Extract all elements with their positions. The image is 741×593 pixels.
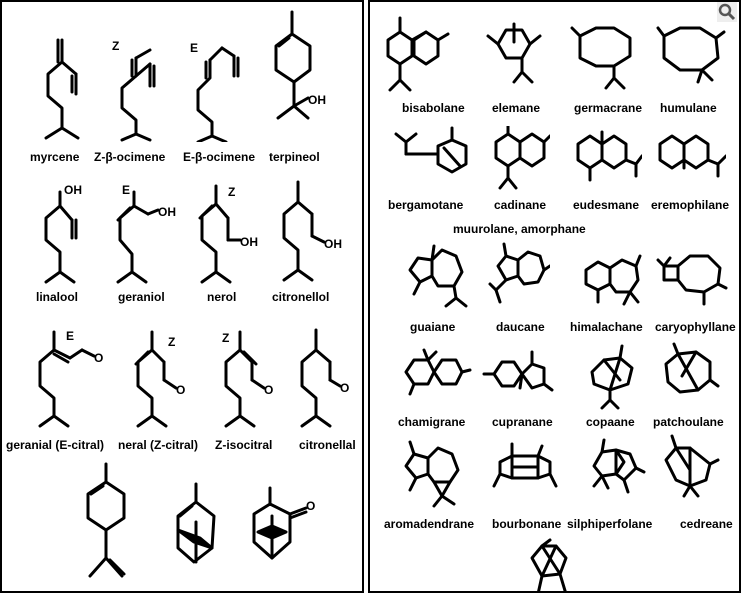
z-beta-ocimene-structure: Z [112,39,156,142]
pinene-structure [176,482,216,564]
label-citronellol: citronellol [272,290,330,304]
label-elemane: elemane [492,101,541,115]
eremophilane-structure [658,134,726,178]
citronellol-structure: OH [282,180,342,282]
label-e-beta-ocimene: E-β-ocimene [183,150,256,164]
copaane-structure [590,344,634,410]
himalachane-structure [584,254,642,306]
svg-text:O: O [306,499,315,513]
label-linalool: linalool [36,290,78,304]
label-chamigrane: chamigrane [398,415,466,429]
label-guaiane: guaiane [410,320,456,334]
guaiane-structure [408,244,468,308]
limonene-structure [86,462,126,578]
label-citronellal: citronellal [299,438,356,452]
bourbonane-structure [492,442,558,488]
label-nerol: nerol [207,290,237,304]
myrcene-structure [44,38,80,140]
silphiperfolane-structure [592,438,646,494]
svg-text:OH: OH [240,235,258,249]
svg-text:O: O [264,383,273,397]
monoterpene-panel: Z E OH myrcene Z-β-ocimene E-β-ocimene t… [0,0,364,593]
label-patchoulane: patchoulane [653,415,724,429]
humulane-structure [656,26,726,84]
svg-text:O: O [176,383,185,397]
patchoulane-structure [664,342,720,394]
svg-text:O: O [94,351,103,365]
label-germacrane: germacrane [574,101,643,115]
svg-text:E: E [122,183,130,197]
label-bisabolane: bisabolane [402,101,465,115]
label-eudesmane: eudesmane [573,198,640,212]
svg-text:E: E [66,329,74,343]
germacrane-structure [570,26,632,90]
svg-text:Z: Z [228,185,235,199]
label-cupranane: cupranane [492,415,553,429]
svg-text:OH: OH [158,205,176,219]
chamigrane-structure [404,348,472,396]
bergamotane-structure [394,126,468,174]
label-terpineol: terpineol [269,150,320,164]
terpineol-structure: OH [274,10,326,120]
sesquiterpene-panel: bisabolane elemane germacrane humulane b… [368,0,741,593]
cadinane-structure [494,126,550,190]
svg-text:OH: OH [324,237,342,251]
partial-structure [530,538,568,591]
eudesmane-structure [576,130,642,182]
linalool-structure: OH [44,183,82,284]
label-eremophilane: eremophilane [651,198,730,212]
label-copaane: copaane [586,415,635,429]
aromadendrane-structure [404,440,460,508]
svg-text:Z: Z [168,335,175,349]
label-silphiperfolane: silphiperfolane [567,517,653,531]
label-himalachane: himalachane [570,320,643,334]
label-cadinane: cadinane [494,198,547,212]
label-daucane: daucane [496,320,545,334]
magnifier-icon[interactable] [717,2,737,22]
label-muurolane-amorphane: muurolane, amorphane [453,222,586,236]
svg-text:OH: OH [64,183,82,197]
daucane-structure [488,242,550,304]
z-isocitral-structure: Z O [222,330,273,428]
label-bourbonane: bourbonane [492,517,562,531]
camphor-structure: O [252,486,315,560]
e-beta-ocimene-structure: E [190,41,240,142]
svg-text:Z: Z [112,39,119,53]
label-bergamotane: bergamotane [388,198,464,212]
elemane-structure [486,22,542,84]
neral-structure: Z O [134,330,185,428]
cedreane-structure [664,434,720,498]
cupranane-structure [482,350,554,392]
label-neral: neral (Z-citral) [118,438,199,452]
svg-text:E: E [190,41,198,55]
svg-text:O: O [340,381,349,395]
nerol-structure: Z OH [198,184,258,284]
label-aromadendrane: aromadendrane [384,517,475,531]
bisabolane-structure [386,16,450,92]
label-humulane: humulane [660,101,717,115]
citronellal-structure: O [300,328,349,428]
label-myrcene: myrcene [30,150,80,164]
label-z-isocitral: Z-isocitral [215,438,273,452]
label-z-beta-ocimene: Z-β-ocimene [94,150,166,164]
label-caryophyllane: caryophyllane [655,320,736,334]
caryophyllane-structure [656,254,728,306]
label-geranial: geranial (E-citral) [6,438,105,452]
svg-text:OH: OH [308,93,326,107]
label-geraniol: geraniol [118,290,165,304]
svg-text:Z: Z [222,331,229,345]
geraniol-structure: E OH [116,183,176,284]
geranial-structure: E O [38,329,103,428]
label-cedreane: cedreane [680,517,733,531]
